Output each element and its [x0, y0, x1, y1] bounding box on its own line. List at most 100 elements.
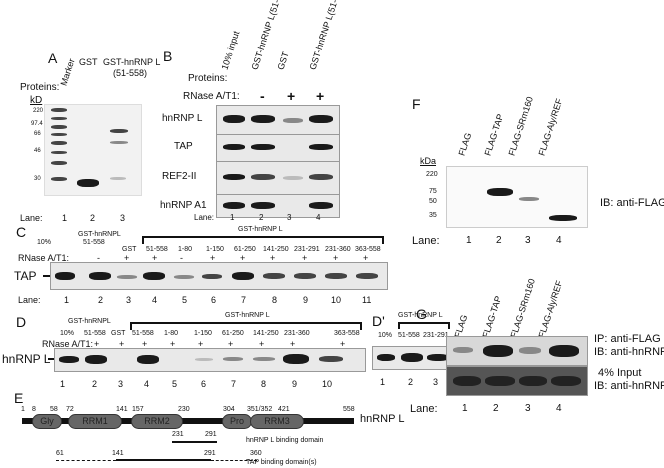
d-lane-3: 3 — [118, 379, 124, 389]
d-bracket-left — [130, 322, 132, 330]
d-frag-4: 61-250 — [222, 330, 244, 337]
gst-label: GST — [79, 57, 98, 67]
panel-label-g: G — [416, 306, 427, 322]
mw-220: 220 — [33, 108, 44, 114]
d-gst-hnrnpl: GST-hnRNPL — [68, 318, 111, 325]
c-bracket-left — [142, 236, 144, 244]
d-frag-1: 51-558 — [132, 330, 154, 337]
c-frag-1: 51-558 — [146, 246, 168, 253]
d-gst-hnrnpl-range: 51-558 — [84, 330, 106, 337]
e-pos-157: 157 — [132, 406, 144, 413]
dp-bracket-left — [398, 322, 400, 329]
mw-97: 97.4 — [31, 121, 43, 127]
marker-label: Marker — [58, 57, 77, 87]
d-rnase-8: + — [259, 339, 265, 349]
e-bind2-bar — [116, 459, 211, 461]
dp-col-1: 10% — [378, 332, 393, 339]
e-pos-141: 141 — [116, 406, 128, 413]
d-lane-4: 4 — [144, 379, 150, 389]
d-frag-6: 231-360 — [284, 330, 310, 337]
g-lane-2: 2 — [493, 403, 499, 414]
c-lane-6: 6 — [211, 295, 217, 305]
e-protein-bar — [22, 418, 354, 424]
b-lane-label: Lane: — [194, 213, 215, 222]
c-rnase-4: + — [152, 253, 158, 263]
b-lane-4: 4 — [316, 213, 321, 222]
c-rnase-2: - — [97, 253, 100, 263]
d-rnase-3: + — [119, 339, 125, 349]
c-frag-2: 1-80 — [178, 246, 193, 253]
g-blot-ip — [446, 336, 588, 366]
mw-30: 30 — [34, 176, 41, 182]
c-rnase-5: - — [180, 253, 183, 263]
e-domain-rrm2: RRM2 — [131, 414, 183, 429]
g-lane-3: 3 — [525, 403, 531, 414]
c-row-tap: TAP — [14, 269, 37, 283]
c-lane-1: 1 — [64, 295, 70, 305]
d-rnase-6: + — [198, 339, 204, 349]
d-bracket-right — [360, 322, 362, 330]
b-col-gst-hnrnpl-2: GST-hnRNP L(51-558) — [307, 0, 346, 71]
e-pos-58: 58 — [50, 406, 58, 413]
f-mw-75: 75 — [429, 188, 437, 195]
e-bind1-start: 231 — [172, 431, 184, 438]
c-frag-5: 141-250 — [263, 246, 289, 253]
d-rnase-9: + — [290, 339, 296, 349]
d-rnase-2: + — [94, 339, 100, 349]
c-frag-6: 231-291 — [294, 246, 320, 253]
f-lane-2: 2 — [496, 235, 502, 246]
d-lane-2: 2 — [92, 379, 98, 389]
d-lane-9: 9 — [292, 379, 298, 389]
g-blot-input — [446, 366, 588, 396]
c-gst-hnrnpl: GST-hnRNPL — [78, 231, 121, 238]
b-row-ref2: REF2-II — [162, 171, 197, 182]
gel-a — [44, 104, 142, 196]
dp-lane-1: 1 — [380, 377, 386, 387]
mw-46: 46 — [34, 148, 41, 154]
b-blot-hnrnpl — [216, 105, 340, 135]
c-frag-4: 61-250 — [234, 246, 256, 253]
e-pos-8: 8 — [32, 406, 36, 413]
f-col-flag-srm160: FLAG-SRm160 — [506, 95, 536, 157]
panel-label-e: E — [14, 390, 24, 406]
e-bind1-end: 291 — [205, 431, 217, 438]
dp-col-2: 51-558 — [398, 332, 420, 339]
proteins-label: Proteins: — [20, 82, 60, 93]
f-lane-4: 4 — [556, 235, 562, 246]
f-col-flag-aly: FLAG-Aly/REF — [536, 97, 565, 157]
e-domain-pro: Pro — [222, 414, 252, 429]
e-pos-558: 558 — [343, 406, 355, 413]
c-gst-hnrnpl-range: 51-558 — [83, 239, 105, 246]
c-lane-8: 8 — [272, 295, 278, 305]
f-lane-label: Lane: — [412, 235, 440, 247]
e-domain-gly: Gly — [32, 414, 62, 429]
c-bracket-line — [142, 236, 384, 238]
lane-a-3: 3 — [120, 213, 126, 223]
d-rnase-7: + — [228, 339, 234, 349]
c-blot-tap — [50, 262, 388, 290]
c-lane-5: 5 — [182, 295, 188, 305]
e-pos-304: 304 — [223, 406, 235, 413]
c-bracket-label: GST-hnRNP L — [238, 226, 283, 233]
d-blot-hnrnpl — [54, 348, 366, 372]
b-row-hnrnpl: hnRNP L — [162, 113, 203, 124]
g-ib2: IB: anti-hnRNP L — [594, 380, 664, 392]
c-lane-label: Lane: — [18, 295, 41, 305]
e-pos-1: 1 — [21, 406, 25, 413]
d-frag-2: 1-80 — [164, 330, 179, 337]
d-row-tick — [48, 358, 54, 360]
e-bind1-bar — [172, 441, 217, 443]
f-lane-3: 3 — [525, 235, 531, 246]
e-bind2-dash-right — [211, 460, 257, 461]
d-gst: GST — [111, 330, 126, 337]
e-bind2-291: 291 — [204, 450, 216, 457]
d-rnase-5: + — [170, 339, 176, 349]
c-rnase-7: + — [240, 253, 246, 263]
c-bracket-right — [382, 236, 384, 244]
d-lane-7: 7 — [231, 379, 237, 389]
c-rnase-10: + — [333, 253, 339, 263]
b-rnase-2: + — [287, 88, 296, 104]
c-frag-7: 231-360 — [325, 246, 351, 253]
b-rnase-label: RNase A/T1: — [183, 91, 240, 102]
e-pos-351: 351/352 — [247, 406, 273, 413]
